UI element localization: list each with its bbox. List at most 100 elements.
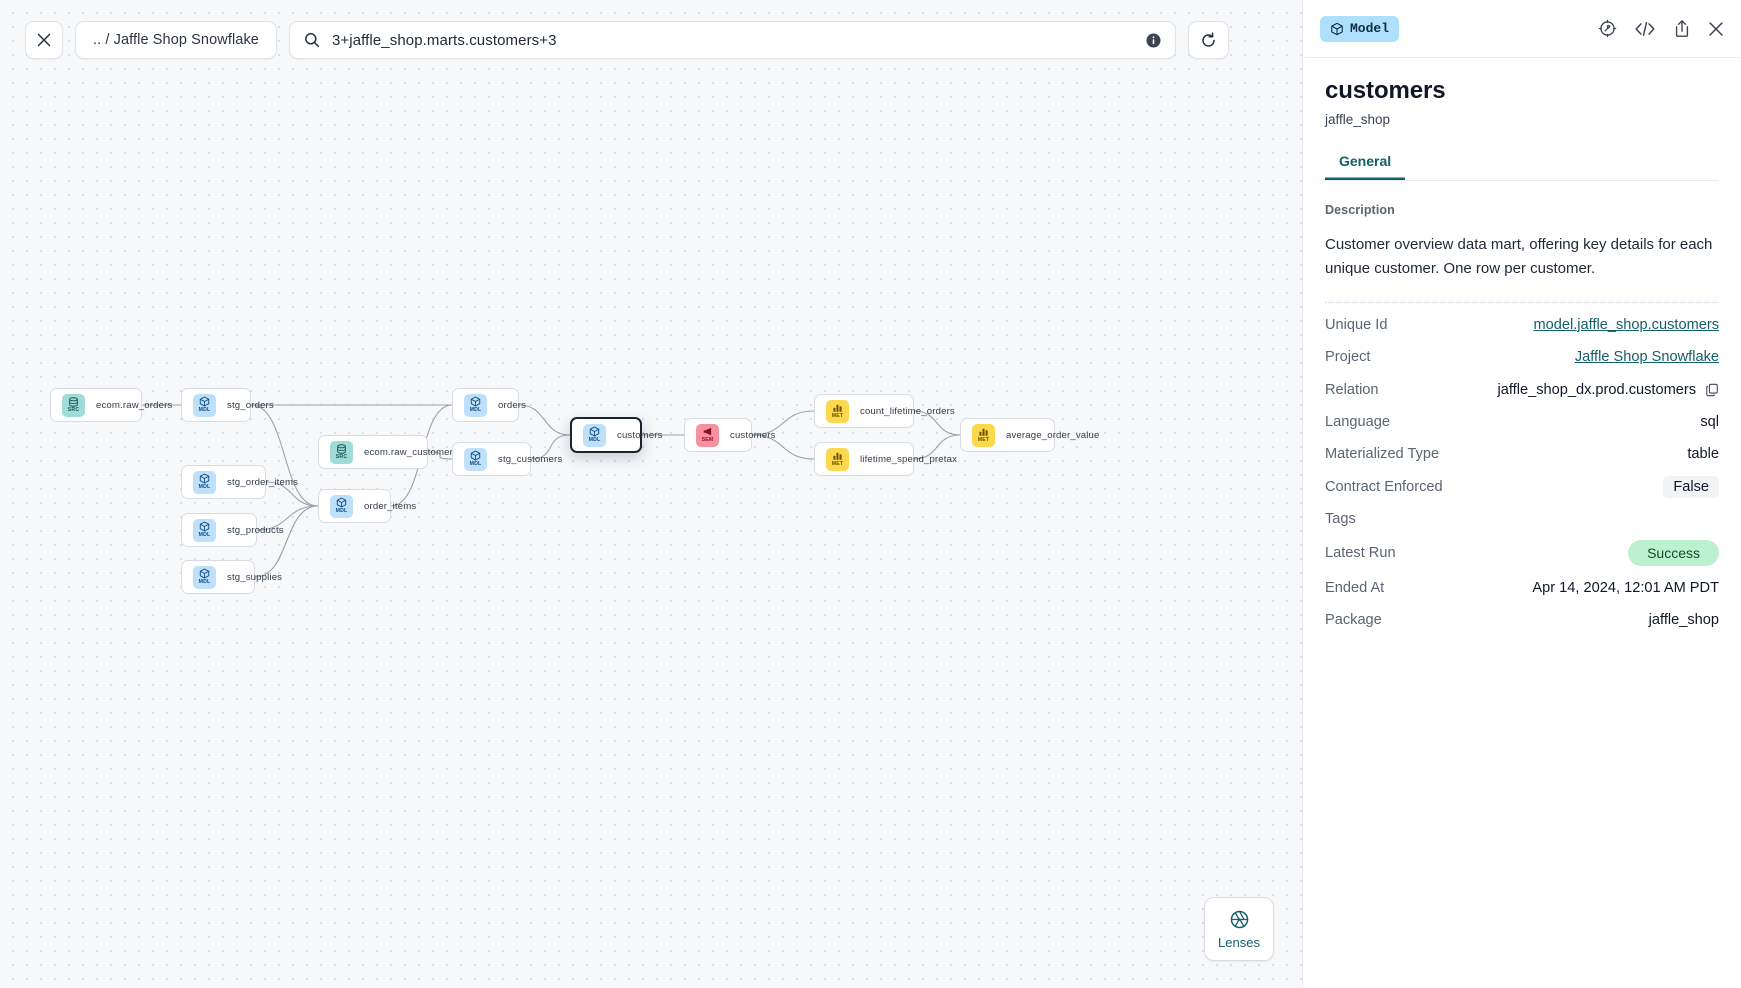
node-type-badge-mdl-icon: MDL [193, 565, 216, 589]
lineage-node-orders[interactable]: MDL orders [452, 388, 526, 422]
description-text: Customer overview data mart, offering ke… [1325, 236, 1713, 278]
lenses-button[interactable]: Lenses [1204, 897, 1274, 961]
lineage-edge [265, 481, 319, 507]
close-panel-icon[interactable] [1708, 21, 1724, 37]
details-panel-header: Model [1303, 0, 1741, 58]
page-title: customers [1325, 77, 1446, 104]
detail-value[interactable]: jaffle_shop_dx.prod.customers [1497, 381, 1696, 398]
resource-type-label: Model [1350, 21, 1390, 36]
detail-row: Unique Id model.jaffle_shop.customers [1325, 309, 1719, 341]
node-type-badge-met-icon: MET [972, 423, 995, 447]
close-icon [37, 33, 51, 47]
panel-subtitle: jaffle_shop [1325, 112, 1391, 127]
lineage-edge [530, 434, 571, 460]
detail-value: jaffle_shop [1648, 611, 1719, 628]
divider [1325, 301, 1719, 303]
panel-tabs: General [1325, 153, 1719, 181]
lineage-node-label: orders [498, 399, 527, 411]
detail-key: Relation [1325, 381, 1379, 398]
detail-key: Ended At [1325, 579, 1385, 596]
lineage-edge [913, 410, 961, 436]
detail-key: Materialized Type [1325, 446, 1440, 463]
lineage-node-label: stg_products [227, 524, 284, 536]
lineage-node-label: customers [617, 429, 663, 441]
node-type-badge-sem-icon: SEM [696, 423, 719, 447]
lineage-node-label: customers [730, 429, 776, 441]
lineage-node-label: stg_orders [227, 399, 274, 411]
lineage-edge [751, 410, 815, 436]
node-type-badge-src-icon: SRC [62, 393, 85, 417]
detail-key: Language [1325, 413, 1390, 430]
panel-header-actions [1598, 19, 1724, 38]
detail-value: sql [1700, 413, 1719, 430]
tab-general[interactable]: General [1325, 153, 1405, 180]
resource-type-badge[interactable]: Model [1320, 15, 1400, 42]
copy-icon[interactable] [1705, 383, 1719, 397]
search-input[interactable] [331, 31, 1138, 49]
close-graph-button[interactable] [25, 21, 63, 59]
refresh-button[interactable] [1187, 21, 1229, 59]
code-icon[interactable] [1634, 20, 1656, 38]
node-type-badge-mdl-icon: MDL [583, 423, 606, 447]
info-icon[interactable] [1146, 33, 1161, 48]
detail-value[interactable]: model.jaffle_shop.customers [1533, 316, 1720, 333]
detail-value: table [1687, 446, 1719, 463]
lineage-icon[interactable] [1598, 19, 1617, 38]
canvas-toolbar: .. / Jaffle Shop Snowflake [25, 21, 1229, 59]
aperture-icon [1230, 910, 1248, 928]
lineage-node-label: ecom.raw_customers [364, 446, 458, 458]
share-icon[interactable] [1673, 19, 1691, 38]
lineage-node-label: stg_order_items [227, 476, 299, 488]
detail-row: Relation jaffle_shop_dx.prod.customers [1325, 373, 1719, 405]
detail-row: Materialized Type table [1325, 438, 1719, 470]
lineage-node-label: stg_customers [498, 453, 563, 465]
detail-row: Language sql [1325, 406, 1719, 438]
lineage-search[interactable] [288, 21, 1176, 59]
detail-key: Tags [1325, 511, 1356, 528]
node-type-badge-met-icon: MET [826, 447, 849, 471]
detail-value[interactable]: Jaffle Shop Snowflake [1574, 349, 1719, 366]
node-type-badge-met-icon: MET [826, 399, 849, 423]
description-label: Description [1325, 203, 1395, 217]
detail-value: False [1663, 475, 1719, 498]
detail-row: Package jaffle_shop [1325, 604, 1719, 636]
lineage-node-order-items[interactable]: MDL order_items [318, 489, 416, 523]
lineage-node-label: lifetime_spend_pretax [860, 453, 958, 465]
detail-key: Unique Id [1325, 316, 1388, 333]
lineage-node-lifetime-spend-pretax[interactable]: MET lifetime_spend_pretax [814, 442, 957, 476]
lineage-edge [518, 404, 571, 436]
node-type-badge-mdl-icon: MDL [464, 447, 487, 471]
lineage-node-customers-model[interactable]: MDL customers [570, 417, 662, 453]
lineage-edge [427, 451, 453, 460]
node-type-badge-mdl-icon: MDL [464, 393, 487, 417]
lineage-node-stg-customers[interactable]: MDL stg_customers [452, 442, 562, 476]
lenses-label: Lenses [1218, 934, 1260, 950]
detail-key: Package [1325, 611, 1382, 628]
node-type-badge-src-icon: SRC [330, 440, 353, 464]
lineage-node-customers-semantic[interactable]: SEM customers [684, 418, 775, 452]
detail-key: Project [1325, 349, 1371, 366]
panel-title-block: customers jaffle_shop [1303, 58, 1741, 127]
lineage-edge [913, 434, 961, 460]
detail-key: Contract Enforced [1325, 478, 1443, 495]
lineage-edges [142, 404, 961, 578]
search-icon [304, 32, 320, 48]
breadcrumb[interactable]: .. / Jaffle Shop Snowflake [75, 21, 277, 59]
node-type-badge-mdl-icon: MDL [330, 494, 353, 518]
detail-row: Project Jaffle Shop Snowflake [1325, 341, 1719, 373]
detail-value-wrap: False [1663, 475, 1719, 498]
lineage-node-ecom-raw-customers[interactable]: SRC ecom.raw_customers [318, 435, 458, 469]
lineage-node-label: order_items [364, 500, 417, 512]
detail-key: Latest Run [1325, 545, 1396, 562]
